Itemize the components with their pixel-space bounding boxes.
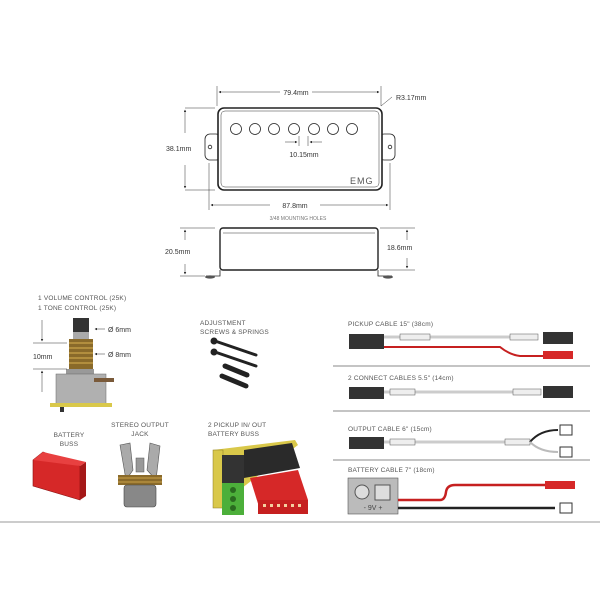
pole-pieces (230, 123, 358, 135)
dim-shaft-dia: Ø 6mm (108, 327, 131, 334)
pickup-buss-label-2: BATTERY BUSS (208, 431, 260, 438)
battery-cable-label: BATTERY CABLE 7" (18cm) (348, 467, 435, 474)
dim-body-height: 18.6mm (387, 245, 412, 252)
dim-pole-spacing: 10.15mm (289, 152, 318, 159)
pickup-side-view: 20.5mm 18.6mm (165, 227, 415, 279)
emg-logo: EMG (350, 176, 374, 186)
jack-label-1: STEREO OUTPUT (111, 422, 169, 429)
battery-buss-label-1: BATTERY (54, 432, 85, 439)
dim-radius: R3.17mm (396, 95, 427, 102)
dim-thread-len: 10mm (33, 354, 53, 361)
mounting-holes-note: 3/48 MOUNTING HOLES (270, 216, 327, 222)
output-cable-label: OUTPUT CABLE 6" (15cm) (348, 426, 432, 433)
dim-thread-dia: Ø 8mm (108, 352, 131, 359)
dim-height: 38.1mm (166, 146, 191, 153)
dim-width: 79.4mm (283, 90, 308, 97)
battery-buss-label-2: BUSS (60, 441, 79, 448)
pickup-cable-label: PICKUP CABLE 15" (38cm) (348, 321, 433, 328)
pickup-buss-label-1: 2 PICKUP IN/ OUT (208, 422, 266, 429)
adjustment-screws: ADJUSTMENT SCREWS & SPRINGS (200, 320, 269, 389)
potentiometer: 1 VOLUME CONTROL (25K) 1 TONE CONTROL (2… (33, 295, 131, 412)
connect-cables-label: 2 CONNECT CABLES 5.5" (14cm) (348, 375, 454, 382)
pot-label-tone: 1 TONE CONTROL (25K) (38, 305, 116, 312)
screws-label-2: SCREWS & SPRINGS (200, 329, 269, 336)
dim-side-height: 20.5mm (165, 249, 190, 256)
battery-buss: BATTERY BUSS (32, 432, 86, 501)
cables-panel: PICKUP CABLE 15" (38cm) 2 CONNECT CABLES… (333, 321, 590, 515)
dim-mount-width: 87.8mm (282, 203, 307, 210)
jack-label-2: JACK (131, 431, 149, 438)
screws-label-1: ADJUSTMENT (200, 320, 246, 327)
pot-label-volume: 1 VOLUME CONTROL (25K) (38, 295, 126, 302)
pickup-battery-buss: 2 PICKUP IN/ OUT BATTERY BUSS (208, 422, 308, 515)
battery-clip-label: - 9V + (364, 505, 383, 512)
stereo-output-jack: STEREO OUTPUT JACK (111, 422, 169, 508)
pickup-top-view: EMG 79.4mm R3.17mm 38.1mm 10.15mm 87.8mm… (166, 86, 427, 222)
